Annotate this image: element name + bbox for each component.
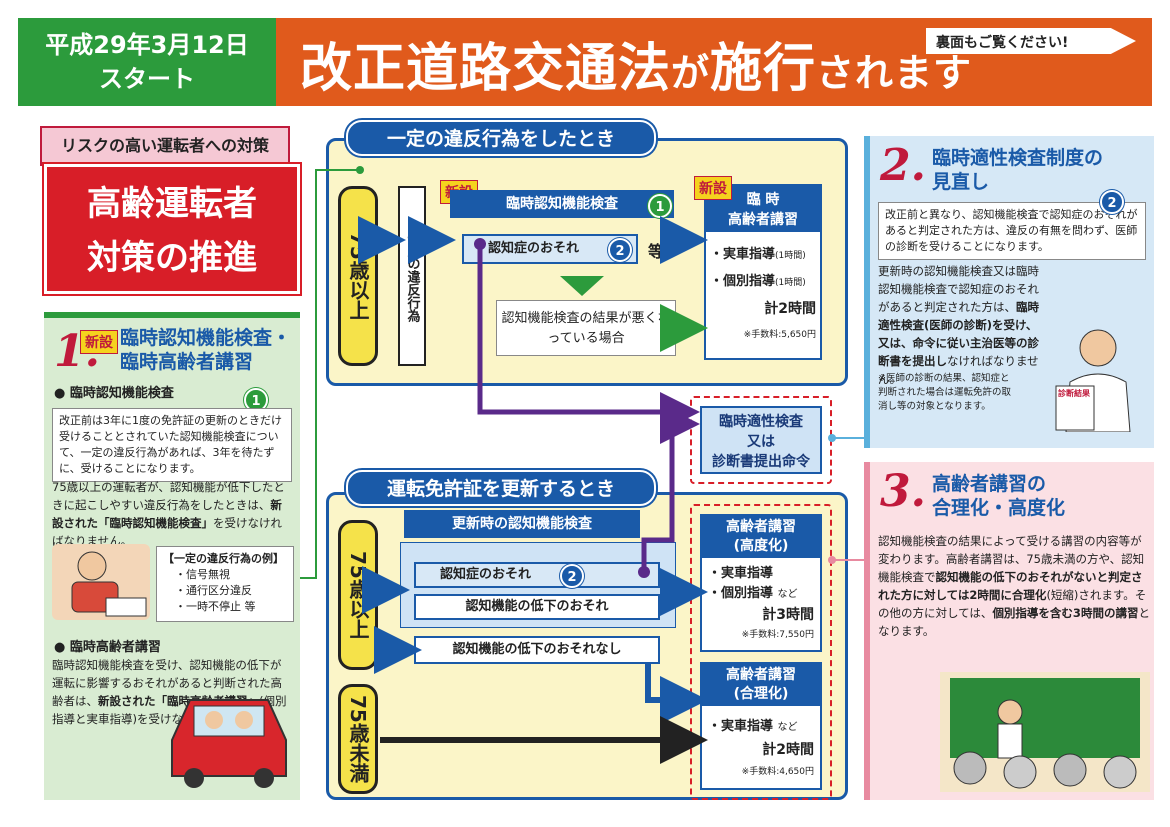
section-2-text: 更新時の認知機能検査又は臨時認知機能検査で認知症のおそれがあると判定された方は、… — [878, 264, 1039, 386]
back-page-note: 裏面もご覧ください! — [926, 28, 1136, 54]
new-badge: 新設 — [80, 330, 118, 354]
start-date-banner: 平成29年3月12日 スタート — [18, 18, 276, 106]
section-3-panel: 3. 高齢者講習の 合理化・高度化 認知機能検査の結果によって受ける講習の内容等… — [864, 462, 1154, 800]
sub1-box: 改正前は3年に1度の免許証の更新のときだけ受けることとされていた認知機能検査につ… — [52, 408, 292, 482]
diagnosis-label: 診断結果 — [1058, 389, 1090, 398]
violation-box: 一定の違反行為 — [398, 186, 426, 366]
no-decline-box: 認知機能の低下のおそれなし — [414, 636, 660, 664]
age-75-plus-badge: 75歳以上 — [338, 186, 378, 366]
page-title: 改正道路交通法が施行されます — [300, 39, 973, 99]
age-under-75-badge: 75歳未満 — [338, 684, 378, 794]
renewal-exam-title: 更新時の認知機能検査 — [404, 510, 640, 538]
start-label: スタート — [99, 65, 195, 93]
rationalized-course-box: 高齢者講習 (合理化) ・実車指導 など 計2時間 ※手数料:4,650円 — [700, 662, 822, 790]
sub2-title: ● 臨時高齢者講習 — [54, 640, 161, 655]
section-3-title: 高齢者講習の 合理化・高度化 — [932, 473, 1066, 519]
risk-tag: リスクの高い運転者への対策 — [40, 126, 290, 166]
section-3-number: 3. — [880, 466, 926, 517]
sub1-text: 75歳以上の運転者が、認知機能が低下したときに起こしやすい違反行為をしたときは、… — [52, 480, 285, 548]
worse-result-box: 認知機能検査の結果が悪くなっている場合 — [496, 300, 676, 356]
section-1-title: 臨時認知機能検査・ 臨時高齢者講習 — [120, 327, 292, 373]
point-1-icon: 1 — [648, 194, 672, 218]
section-2-box: 改正前と異なり、認知機能検査で認知症のおそれがあると判定された方は、違反の有無を… — [878, 202, 1146, 260]
start-date: 平成29年3月12日 — [45, 31, 249, 59]
elderly-writing-illustration — [52, 544, 150, 620]
doctor-illustration — [1050, 322, 1146, 433]
section-1-panel: 1. 新設 臨時認知機能検査・ 臨時高齢者講習 ● 臨時認知機能検査 1 改正前… — [44, 312, 300, 800]
lecture-illustration — [940, 672, 1150, 792]
section-2-number: 2. — [880, 140, 926, 191]
renewal-flow-header: 運転免許証を更新するとき — [346, 470, 656, 506]
headline-box: 高齢運転者 対策の推進 — [44, 164, 300, 294]
section-3-text: 認知機能検査の結果によって受ける講習の内容等が変わります。高齢者講習は、75歳未… — [878, 534, 1150, 638]
course-new-badge: 新設 — [694, 176, 732, 200]
section-2-note: ※医師の診断の結果、認知症と判断された場合は運転免許の取消し等の対象となります。 — [878, 373, 1012, 412]
course-dashed-frame — [690, 504, 832, 800]
point-2-icon: 2 — [608, 238, 632, 262]
age-75-plus-badge: 75歳以上 — [338, 520, 378, 670]
temporary-exam-title: 臨時認知機能検査 — [450, 190, 674, 218]
renewal-dementia-box: 認知症のおそれ — [414, 562, 660, 588]
down-arrow-icon — [560, 276, 604, 296]
temporary-course-box: 臨 時 高齢者講習 ・実車指導(1時間) ・個別指導(1時間) 計2時間 ※手数… — [704, 184, 822, 360]
point-2-icon: 2 — [1100, 190, 1124, 214]
advanced-course-box: 高齢者講習 (高度化) ・実車指導 ・個別指導 など 計3時間 ※手数料:7,5… — [700, 514, 822, 652]
sub1-title: ● 臨時認知機能検査 — [54, 386, 174, 401]
violation-flow-header: 一定の違反行為をしたとき — [346, 120, 656, 156]
section-2-title: 臨時適性検査制度の 見直し — [932, 147, 1104, 193]
point-2-icon: 2 — [560, 564, 584, 588]
car-illustration — [162, 680, 296, 790]
decline-risk-box: 認知機能の低下のおそれ — [414, 594, 660, 620]
etc-label: 等 — [648, 242, 665, 261]
aptitude-test-order-box: 臨時適性検査 又は 診断書提出命令 — [700, 406, 822, 474]
violation-examples: 【一定の違反行為の例】 ・信号無視 ・通行区分違反 ・一時不停止 等 — [156, 546, 294, 622]
section-2-panel: 2. 臨時適性検査制度の 見直し 改正前と異なり、認知機能検査で認知症のおそれが… — [864, 136, 1154, 448]
